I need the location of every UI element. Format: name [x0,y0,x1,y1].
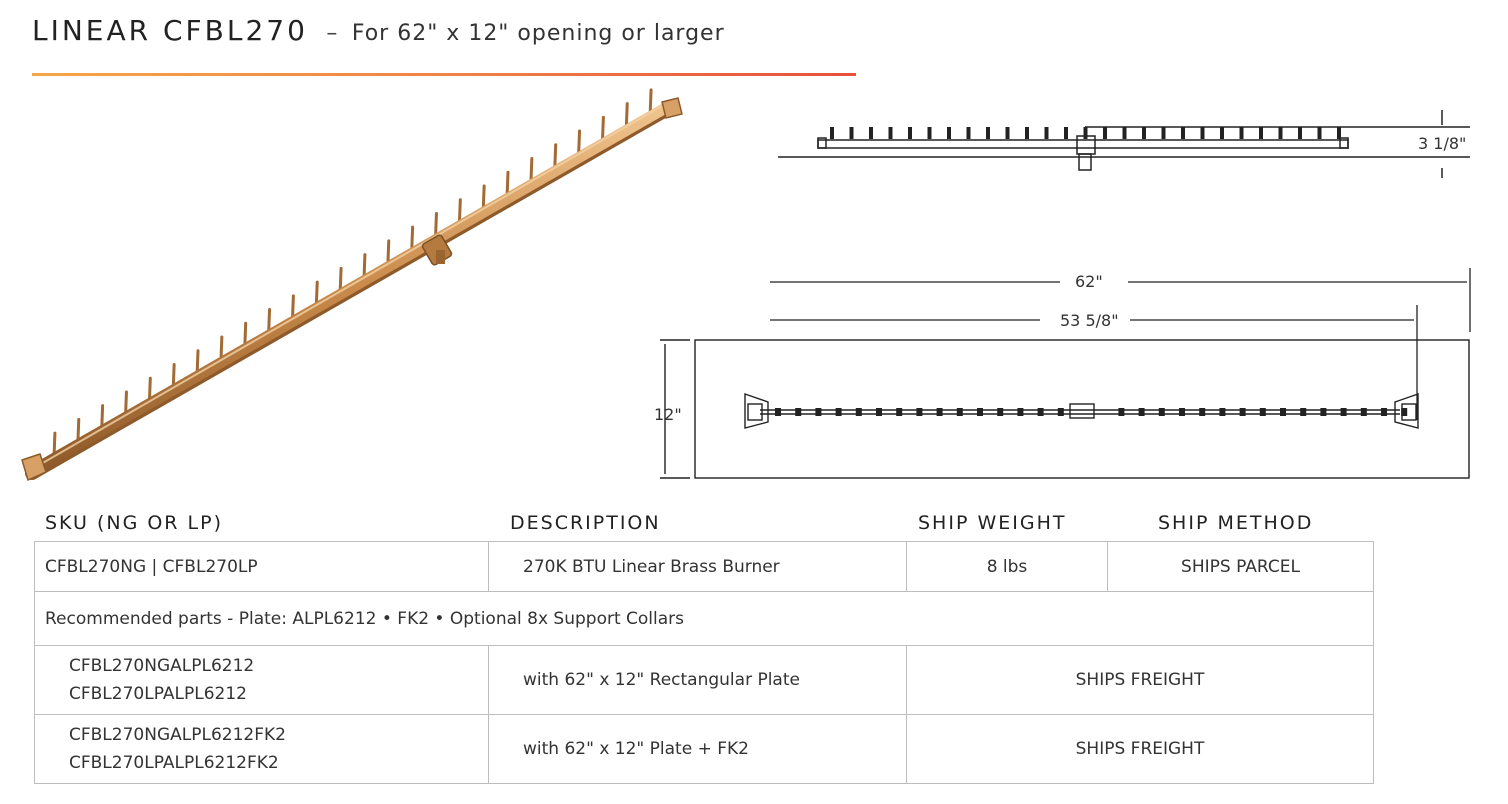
dimension-drawing: 3 1/8" 62" 53 5/8" [770,110,1471,420]
side-jet [869,127,873,139]
side-jet [1298,127,1302,139]
top-jet [997,408,1004,416]
side-jet [1259,127,1263,139]
top-jet [936,408,943,416]
sku-cell: CFBL270NG | CFBL270LP [34,541,489,592]
top-jet [977,408,983,416]
kit-method-cell: SHIPS FREIGHT [906,714,1374,784]
top-jet [1219,408,1226,416]
kit-sku-ng: CFBL270NGALPL6212 [69,656,255,676]
side-jet [1044,127,1049,139]
side-jet [888,127,893,139]
column-header-sku: SKU (NG OR LP) [45,512,223,534]
top-jet [1401,408,1408,416]
top-jet [815,408,822,416]
side-jet [1161,127,1166,139]
burner-length-dimension: 53 5/8" [1060,311,1119,330]
kit-description-cell: with 62" x 12" Rectangular Plate [488,645,907,715]
top-jet [1259,408,1266,416]
top-jet [1300,408,1307,416]
side-jet [1337,127,1341,139]
recommended-parts-cell: Recommended parts - Plate: ALPL6212 • FK… [34,591,1374,646]
top-jet [1360,408,1367,416]
side-jet [1220,127,1224,139]
top-view: 12" [654,339,1470,479]
kit-sku-cell: CFBL270NGALPL6212FK2 CFBL270LPALPL6212FK… [34,714,489,784]
top-jet [775,408,781,416]
top-jet [1037,408,1044,416]
side-jet [1122,127,1127,139]
kit-sku-lp: CFBL270LPALPL6212 [69,684,247,704]
side-jet [986,127,990,139]
table-row: CFBL270NGALPL6212 CFBL270LPALPL6212 with… [34,645,1374,715]
height-dimension: 3 1/8" [1418,134,1466,153]
top-jet [876,408,882,416]
kit-sku-cell: CFBL270NGALPL6212 CFBL270LPALPL6212 [34,645,489,715]
top-jet [1239,408,1246,416]
top-jet [1179,408,1185,416]
top-jet [1057,408,1064,416]
table-row: CFBL270NG | CFBL270LP 270K BTU Linear Br… [34,541,1374,592]
top-jet [1381,408,1387,416]
method-cell: SHIPS PARCEL [1107,541,1374,592]
column-header-ship-weight: SHIP WEIGHT [918,512,1067,534]
kit-sku-lp: CFBL270LPALPL6212FK2 [69,753,279,773]
side-jet [1142,127,1146,139]
spec-table: CFBL270NG | CFBL270LP 270K BTU Linear Br… [34,541,1374,784]
top-jet [1158,408,1165,416]
table-row: Recommended parts - Plate: ALPL6212 • FK… [34,591,1374,646]
top-jet [1280,408,1286,416]
side-jet [1181,127,1185,139]
side-view [778,110,1470,178]
top-jet [835,408,842,416]
weight-cell: 8 lbs [906,541,1108,592]
side-jet [1005,127,1010,139]
product-subtitle: For 62" x 12" opening or larger [351,21,725,46]
top-jet [795,408,802,416]
depth-dimension: 12" [654,405,682,424]
product-title: LINEAR CFBL270 [32,14,308,47]
top-jet [1320,408,1327,416]
side-jet [927,127,932,139]
width-dimension: 62" [1075,272,1103,291]
kit-description-cell: with 62" x 12" Plate + FK2 [488,714,907,784]
top-jet [1138,408,1145,416]
top-jet [855,408,862,416]
top-jet [916,408,923,416]
top-jet [956,408,963,416]
top-jet [1017,408,1024,416]
side-jet [1064,127,1068,139]
side-jet [908,127,912,139]
top-jet [1118,408,1125,416]
kit-sku-ng: CFBL270NGALPL6212FK2 [69,725,286,745]
side-jet [1239,127,1244,139]
burner-photo [21,88,683,482]
table-row: CFBL270NGALPL6212FK2 CFBL270LPALPL6212FK… [34,714,1374,784]
accent-rule [32,73,856,76]
column-header-description: DESCRIPTION [510,512,661,534]
side-jet [1200,127,1205,139]
kit-method-cell: SHIPS FREIGHT [906,645,1374,715]
side-jet [849,127,854,139]
side-jet [1103,127,1107,139]
side-jet [830,127,834,139]
column-header-ship-method: SHIP METHOD [1158,512,1314,534]
side-jet [947,127,951,139]
page-title-row: LINEAR CFBL270 – For 62" x 12" opening o… [32,14,725,47]
side-jet [1278,127,1283,139]
description-cell: 270K BTU Linear Brass Burner [488,541,907,592]
side-jet [1083,127,1088,139]
side-jet [1317,127,1322,139]
title-separator: – [326,21,338,46]
top-jet [896,408,903,416]
top-jet [1340,408,1347,416]
top-jet [1199,408,1206,416]
side-jet [1025,127,1029,139]
side-jet [966,127,971,139]
